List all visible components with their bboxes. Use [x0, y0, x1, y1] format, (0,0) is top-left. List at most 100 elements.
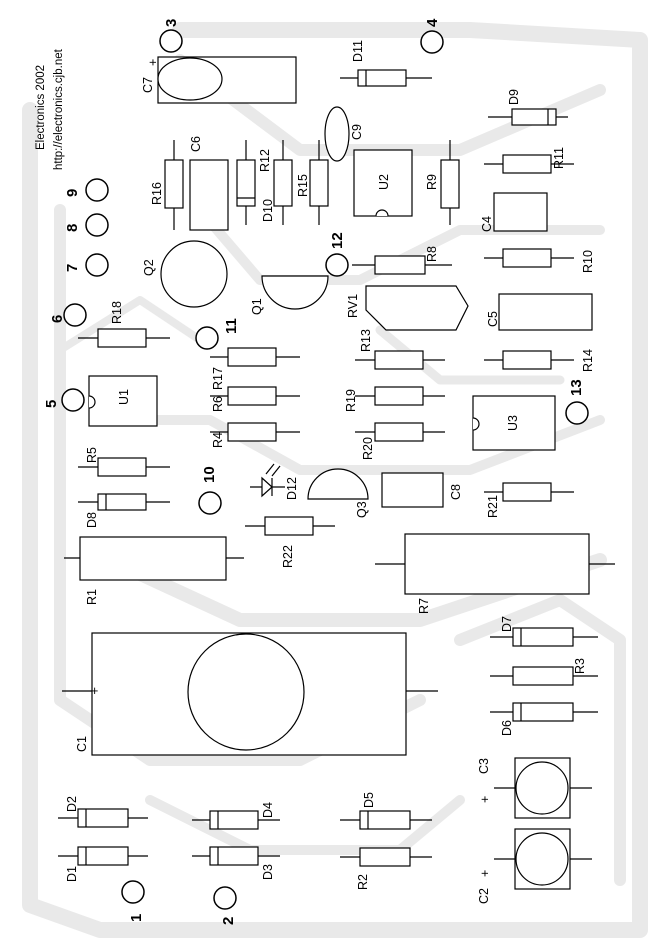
- label-q1: Q1: [250, 298, 264, 315]
- capacitor-c8: [381, 472, 444, 508]
- resistor-r2: [340, 847, 432, 867]
- label-r19: R19: [344, 389, 358, 412]
- resistor-r21: [484, 482, 574, 502]
- label-r13: R13: [359, 329, 373, 352]
- label-u1: U1: [117, 389, 131, 405]
- label-d3: D3: [261, 864, 275, 880]
- label-d6: D6: [500, 720, 514, 736]
- header-url: http://electronics.cjb.net: [53, 48, 65, 170]
- pad-11: [195, 326, 219, 350]
- label-d2: D2: [65, 796, 79, 812]
- resistor-r11: [484, 154, 574, 174]
- label-d5: D5: [362, 792, 376, 808]
- label-r3: R3: [573, 658, 587, 674]
- pad-10-label: 10: [201, 466, 218, 483]
- resistor-r8: [352, 255, 452, 275]
- label-d4: D4: [261, 802, 275, 818]
- label-q3: Q3: [355, 501, 369, 518]
- c1-plus: +: [91, 684, 98, 698]
- capacitor-c3: +: [478, 757, 592, 819]
- pad-2: [213, 886, 237, 910]
- c2-plus: +: [478, 870, 492, 877]
- label-r2: R2: [356, 874, 370, 890]
- ic-u1: [88, 375, 158, 427]
- transistor-q3: [307, 468, 369, 500]
- label-c8: C8: [449, 484, 463, 500]
- label-c9: C9: [350, 124, 364, 140]
- label-r10: R10: [581, 250, 595, 273]
- pad-4: [420, 30, 444, 54]
- capacitor-c5: [498, 293, 593, 331]
- pad-6: [63, 303, 87, 327]
- transistor-q1: [261, 275, 329, 310]
- capacitor-c2: +: [478, 828, 592, 890]
- pad-10: [198, 491, 222, 515]
- pad-5: [61, 388, 85, 412]
- label-c7: C7: [141, 77, 155, 93]
- pad-5-label: 5: [43, 400, 60, 408]
- label-r4: R4: [211, 432, 225, 448]
- pad-1-label: 1: [128, 914, 145, 922]
- label-d12: D12: [285, 477, 299, 500]
- label-r18: R18: [110, 301, 124, 324]
- pad-13: [565, 401, 589, 425]
- resistor-r3: [490, 666, 598, 686]
- header-title: Electronics 2002: [35, 65, 47, 150]
- label-c6: C6: [189, 136, 203, 152]
- label-r8: R8: [425, 246, 439, 262]
- label-u2: U2: [377, 174, 391, 190]
- pad-7-label: 7: [64, 264, 81, 272]
- diode-d4: [192, 810, 280, 830]
- capacitor-c1: +: [62, 632, 438, 756]
- pad-7: [85, 253, 109, 277]
- pad-12-label: 12: [329, 232, 346, 249]
- diode-d9: [488, 108, 568, 126]
- diode-d10: [236, 140, 256, 225]
- pad-4-label: 4: [424, 18, 441, 27]
- diode-d1: [58, 846, 148, 866]
- resistor-r5: [78, 457, 170, 477]
- label-r20: R20: [361, 437, 375, 460]
- resistor-r16: [164, 140, 184, 230]
- transistor-q2: [160, 240, 228, 308]
- label-c3: C3: [477, 758, 491, 774]
- label-r16: R16: [150, 182, 164, 205]
- diode-d11: [340, 69, 432, 87]
- label-r11: R11: [552, 147, 566, 169]
- resistor-r14: [484, 350, 574, 370]
- resistor-r17: [210, 347, 300, 367]
- pad-8-label: 8: [64, 224, 81, 232]
- pad-9-label: 9: [64, 189, 81, 197]
- label-d9: D9: [507, 89, 521, 105]
- pad-8: [85, 213, 109, 237]
- diode-d7: [490, 627, 598, 647]
- connection-pads: 1 2 3 4 5 6 7 8 9 10 11 12 13: [43, 18, 589, 925]
- label-u3: U3: [506, 415, 520, 431]
- label-c5: C5: [486, 311, 500, 327]
- label-r6: R6: [211, 396, 225, 412]
- resistor-r1: [64, 536, 244, 581]
- c7-plus: +: [146, 59, 160, 66]
- label-d7: D7: [500, 616, 514, 632]
- resistor-r18: [78, 328, 170, 348]
- resistor-r19: [355, 386, 445, 406]
- diode-d2: [58, 808, 148, 828]
- label-r17: R17: [211, 367, 225, 390]
- ic-u2: [353, 149, 413, 217]
- pad-2-label: 2: [220, 917, 237, 925]
- trimmer-rv1: [365, 285, 469, 331]
- resistor-r6: [210, 386, 300, 406]
- diode-d8: [78, 493, 170, 511]
- pad-13-label: 13: [568, 379, 585, 396]
- label-r22: R22: [281, 545, 295, 568]
- label-r5: R5: [85, 447, 99, 463]
- label-r14: R14: [581, 349, 595, 372]
- label-r21: R21: [486, 495, 500, 518]
- resistor-r22: [245, 516, 335, 536]
- capacitor-c4: [493, 192, 548, 232]
- led-d12: [250, 463, 285, 498]
- label-d11: D11: [351, 40, 365, 62]
- pad-6-label: 6: [49, 315, 66, 323]
- pad-9: [85, 178, 109, 202]
